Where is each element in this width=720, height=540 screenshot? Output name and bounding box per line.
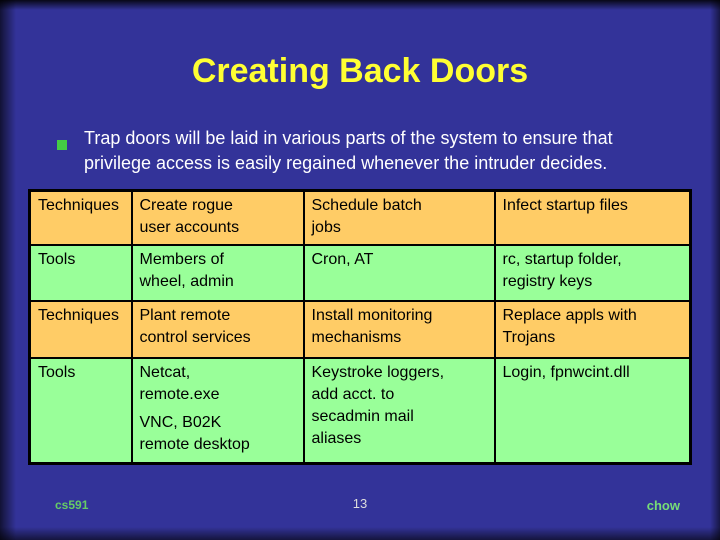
cell-line: jobs — [311, 219, 341, 236]
cell-line: Plant remote — [139, 306, 231, 324]
cell-line: Trojans — [502, 328, 556, 346]
cell-line: control services — [139, 328, 251, 346]
table-row: Techniques Create rogue user accounts Sch… — [28, 189, 692, 246]
table-cell: Tools — [28, 243, 133, 302]
cell-line: Replace appls with — [502, 306, 637, 324]
table-cell: Techniques — [28, 189, 133, 246]
cell-line: Techniques — [38, 306, 119, 324]
cell-line: wheel, admin — [139, 272, 234, 290]
cell-line: Techniques — [38, 197, 119, 214]
cell-line: add acct. to — [311, 385, 395, 403]
table-cell: Members of wheel, admin — [130, 243, 305, 302]
table-cell: Schedule batch jobs — [302, 189, 496, 246]
cell-line: Install monitoring — [311, 306, 433, 324]
table-cell: Keystroke loggers, add acct. to secadmin m… — [302, 356, 496, 465]
bullet-square-icon — [57, 140, 67, 150]
table-cell: rc, startup folder, registry keys — [493, 243, 692, 302]
cell-line: Netcat, — [139, 363, 191, 381]
cell-line: mechanisms — [311, 328, 402, 346]
table-cell: Cron, AT — [302, 243, 496, 302]
bullet-text-line: privilege access is easily regained when… — [84, 153, 608, 173]
cell-line: Infect startup files — [502, 197, 628, 214]
footer-author-label: chow — [646, 498, 680, 513]
cell-line: registry keys — [502, 272, 593, 290]
cell-line: VNC, B02K — [139, 413, 222, 431]
slide-title: Creating Back Doors — [191, 52, 529, 90]
table-cell: Infect startup files — [493, 189, 692, 246]
bullet-text: Trap doors will be laid in various parts… — [84, 126, 677, 176]
bullet-item: Trap doors will be laid in various parts… — [57, 126, 677, 176]
cell-line: secadmin mail — [311, 407, 414, 425]
cell-line: Tools — [38, 250, 76, 268]
cell-line: Login, fpnwcint.dll — [502, 363, 630, 381]
table-cell: Plant remote control services — [130, 299, 305, 359]
cell-line: Keystroke loggers, — [311, 363, 445, 381]
table-cell: Netcat, remote.exe VNC, B02K remote deskto… — [130, 356, 305, 465]
table-cell: Tools — [28, 356, 133, 465]
table-cell: Techniques — [28, 299, 133, 359]
cell-line: Members of — [139, 250, 224, 268]
cell-line: remote.exe — [139, 385, 220, 403]
cell-line: remote desktop — [139, 435, 250, 453]
cell-line: rc, startup folder, — [502, 250, 622, 268]
cell-line: Create rogue — [139, 197, 233, 214]
table-row: Tools Members of wheel, admin Cron, AT rc… — [28, 243, 692, 302]
table-cell: Install monitoring mechanisms — [302, 299, 496, 359]
table-cell: Create rogue user accounts — [130, 189, 305, 246]
footer-page-number: 13 — [352, 496, 368, 511]
backdoors-table: Techniques Create rogue user accounts Sch… — [28, 189, 692, 465]
cell-line: Schedule batch — [311, 197, 422, 214]
cell-line: Cron, AT — [311, 250, 374, 268]
cell-line: user accounts — [139, 219, 240, 236]
cell-line: aliases — [311, 429, 362, 447]
cell-line: Tools — [38, 363, 76, 381]
bullet-text-line: Trap doors will be laid in various parts… — [84, 128, 613, 148]
table-row: Tools Netcat, remote.exe VNC, B02K remote … — [28, 356, 692, 465]
table-cell: Login, fpnwcint.dll — [493, 356, 692, 465]
